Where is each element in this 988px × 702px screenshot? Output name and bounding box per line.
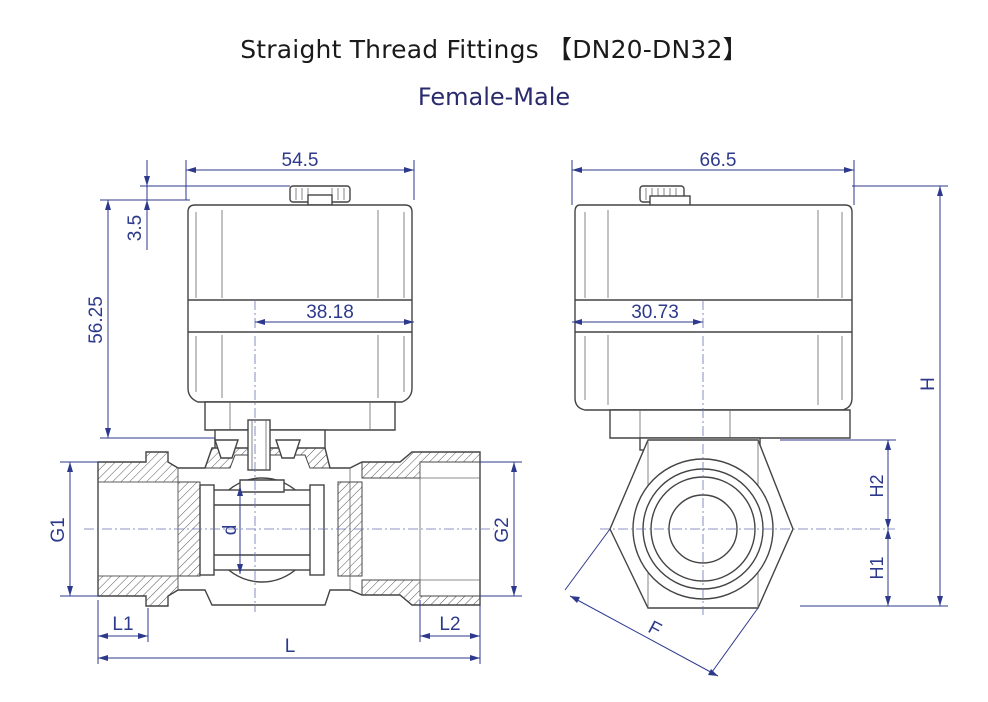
dim-front-width-top: 54.5 [282, 150, 319, 171]
front-view: 54.5 3.5 56.25 38.18 G1 G2 [48, 150, 522, 664]
label-l1: L1 [112, 614, 133, 635]
label-d: d [220, 525, 241, 536]
label-g2: G2 [492, 517, 513, 542]
label-h: H [918, 377, 939, 391]
page-subtitle: Female-Male [417, 83, 571, 111]
front-actuator-housing [187, 204, 413, 403]
label-g1: G1 [48, 517, 69, 542]
page-title: Straight Thread Fittings 【DN20-DN32】 [240, 35, 748, 64]
front-hatch-left-bottom [97, 575, 179, 607]
dim-front-offset-small: 3.5 [125, 215, 146, 241]
label-l: L [285, 636, 296, 657]
dim-front-half-width: 38.18 [306, 302, 354, 323]
label-l2: L2 [439, 614, 460, 635]
dim-side-half-width: 30.73 [631, 302, 679, 323]
side-actuator-housing [574, 204, 853, 411]
side-view: 66.5 30.73 H H2 H1 F [564, 150, 948, 677]
label-h2: H2 [867, 474, 887, 497]
dim-front-height-actuator: 56.25 [86, 296, 107, 344]
front-hatch-left-top [97, 451, 179, 483]
dim-side-width-top: 66.5 [700, 150, 737, 171]
label-h1: H1 [867, 556, 887, 579]
front-hatch-stem [204, 447, 331, 469]
